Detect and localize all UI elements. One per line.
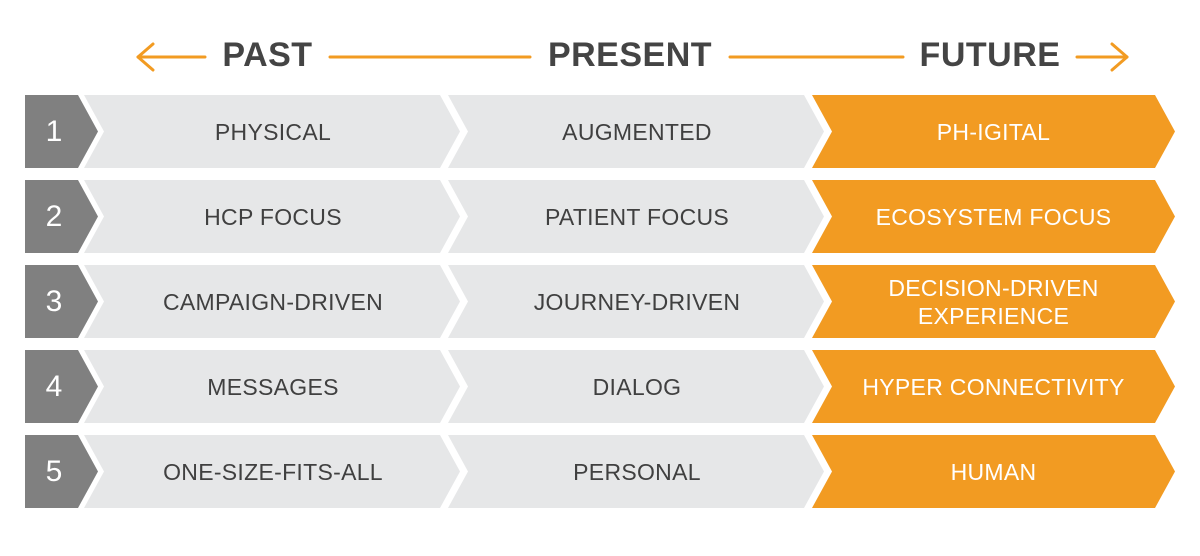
header-timeline (136, 42, 1129, 72)
row-2-present-chevron (448, 180, 824, 253)
row-4-future-label: HYPER CONNECTIVITY (832, 350, 1155, 423)
row-2-present-label: PATIENT FOCUS (468, 180, 806, 253)
row-5-number: 5 (45, 454, 63, 488)
row-5-present-label: PERSONAL (468, 435, 806, 508)
left-arrow-icon (136, 42, 155, 72)
row-4-future-label-text: HYPER CONNECTIVITY (862, 373, 1125, 400)
row-2-past-label: HCP FOCUS (104, 180, 442, 253)
row-4-past-label-text: MESSAGES (207, 373, 339, 400)
row-4-present-chevron (448, 350, 824, 423)
row-2-future-label-text: ECOSYSTEM FOCUS (875, 203, 1112, 230)
row-5-number-block (25, 435, 98, 508)
header-present: PRESENT (547, 36, 713, 74)
row-3-future-label-text: DECISION-DRIVEN EXPERIENCE (888, 274, 1099, 329)
row-5-future-label-text: HUMAN (950, 458, 1037, 485)
row-2-future-label: ECOSYSTEM FOCUS (832, 180, 1155, 253)
row-2-present-label-text: PATIENT FOCUS (544, 203, 730, 230)
row-4-number: 4 (45, 369, 63, 403)
row-3-present-chevron (448, 265, 824, 338)
row-2-number: 2 (45, 199, 63, 233)
row-5-past-label-text: ONE-SIZE-FITS-ALL (163, 458, 383, 485)
row-1-present-chevron (448, 95, 824, 168)
row-5-past-chevron (84, 435, 460, 508)
header-past: PAST (222, 36, 313, 74)
row-3-number-block (25, 265, 98, 338)
row-4-future-chevron (812, 350, 1175, 423)
row-1-past-chevron (84, 95, 460, 168)
row-3-present-label-text: JOURNEY-DRIVEN (533, 288, 741, 315)
row-5-present-label-text: PERSONAL (573, 458, 701, 485)
row-1-present-label-text: AUGMENTED (562, 118, 712, 145)
row-1-future-label-text: PH-IGITAL (936, 118, 1051, 145)
row-1-past-label-text: PHYSICAL (214, 118, 332, 145)
row-1-future-chevron (812, 95, 1175, 168)
row-4-past-label: MESSAGES (104, 350, 442, 423)
right-arrow-icon (1110, 42, 1129, 72)
row-4-present-label-text: DIALOG (592, 373, 682, 400)
row-5-present-chevron (448, 435, 824, 508)
header-future: FUTURE (919, 36, 1061, 74)
row-3-present-label: JOURNEY-DRIVEN (468, 265, 806, 338)
row-1-present-label: AUGMENTED (468, 95, 806, 168)
row-4-number-block (25, 350, 98, 423)
row-5-future-chevron (812, 435, 1175, 508)
row-2-future-chevron (812, 180, 1175, 253)
row-2-past-chevron (84, 180, 460, 253)
row-4-present-label: DIALOG (468, 350, 806, 423)
row-2-past-label-text: HCP FOCUS (204, 203, 342, 230)
row-4-past-chevron (84, 350, 460, 423)
row-5-future-label: HUMAN (832, 435, 1155, 508)
row-shapes (25, 95, 1175, 508)
row-3-past-label: CAMPAIGN-DRIVEN (104, 265, 442, 338)
row-3-past-chevron (84, 265, 460, 338)
row-3-past-label-text: CAMPAIGN-DRIVEN (162, 288, 384, 315)
row-5-past-label: ONE-SIZE-FITS-ALL (104, 435, 442, 508)
row-3-future-label: DECISION-DRIVEN EXPERIENCE (832, 265, 1155, 338)
row-1-number-block (25, 95, 98, 168)
row-1-future-label: PH-IGITAL (832, 95, 1155, 168)
row-3-future-chevron (812, 265, 1175, 338)
row-2-number-block (25, 180, 98, 253)
row-3-number: 3 (45, 284, 63, 318)
row-1-number: 1 (45, 114, 63, 148)
row-1-past-label: PHYSICAL (104, 95, 442, 168)
